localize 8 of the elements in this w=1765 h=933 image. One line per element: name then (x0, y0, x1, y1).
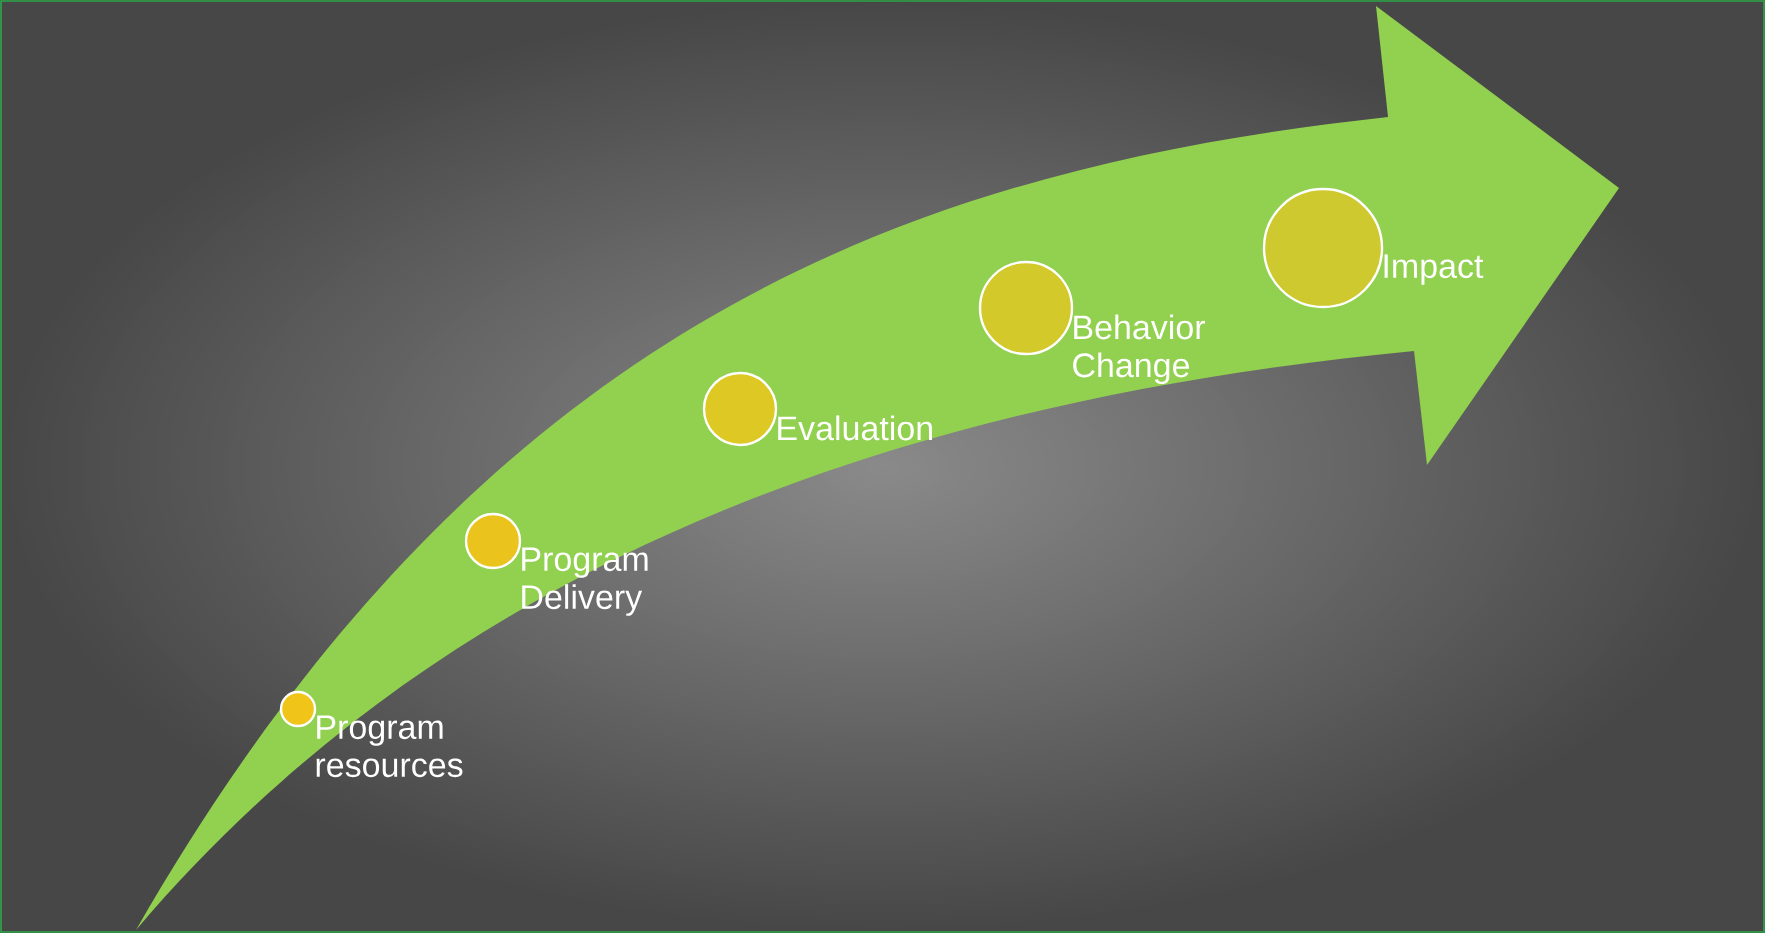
circle-marker (464, 512, 522, 570)
circle-marker (279, 690, 317, 728)
step-label: Evaluation (778, 415, 932, 441)
step-label: Impact (1384, 254, 1484, 285)
circle-marker (702, 371, 778, 447)
circle-marker (978, 260, 1074, 356)
circle-marker (1262, 187, 1384, 309)
step-label: Behavior Change (1073, 314, 1205, 385)
